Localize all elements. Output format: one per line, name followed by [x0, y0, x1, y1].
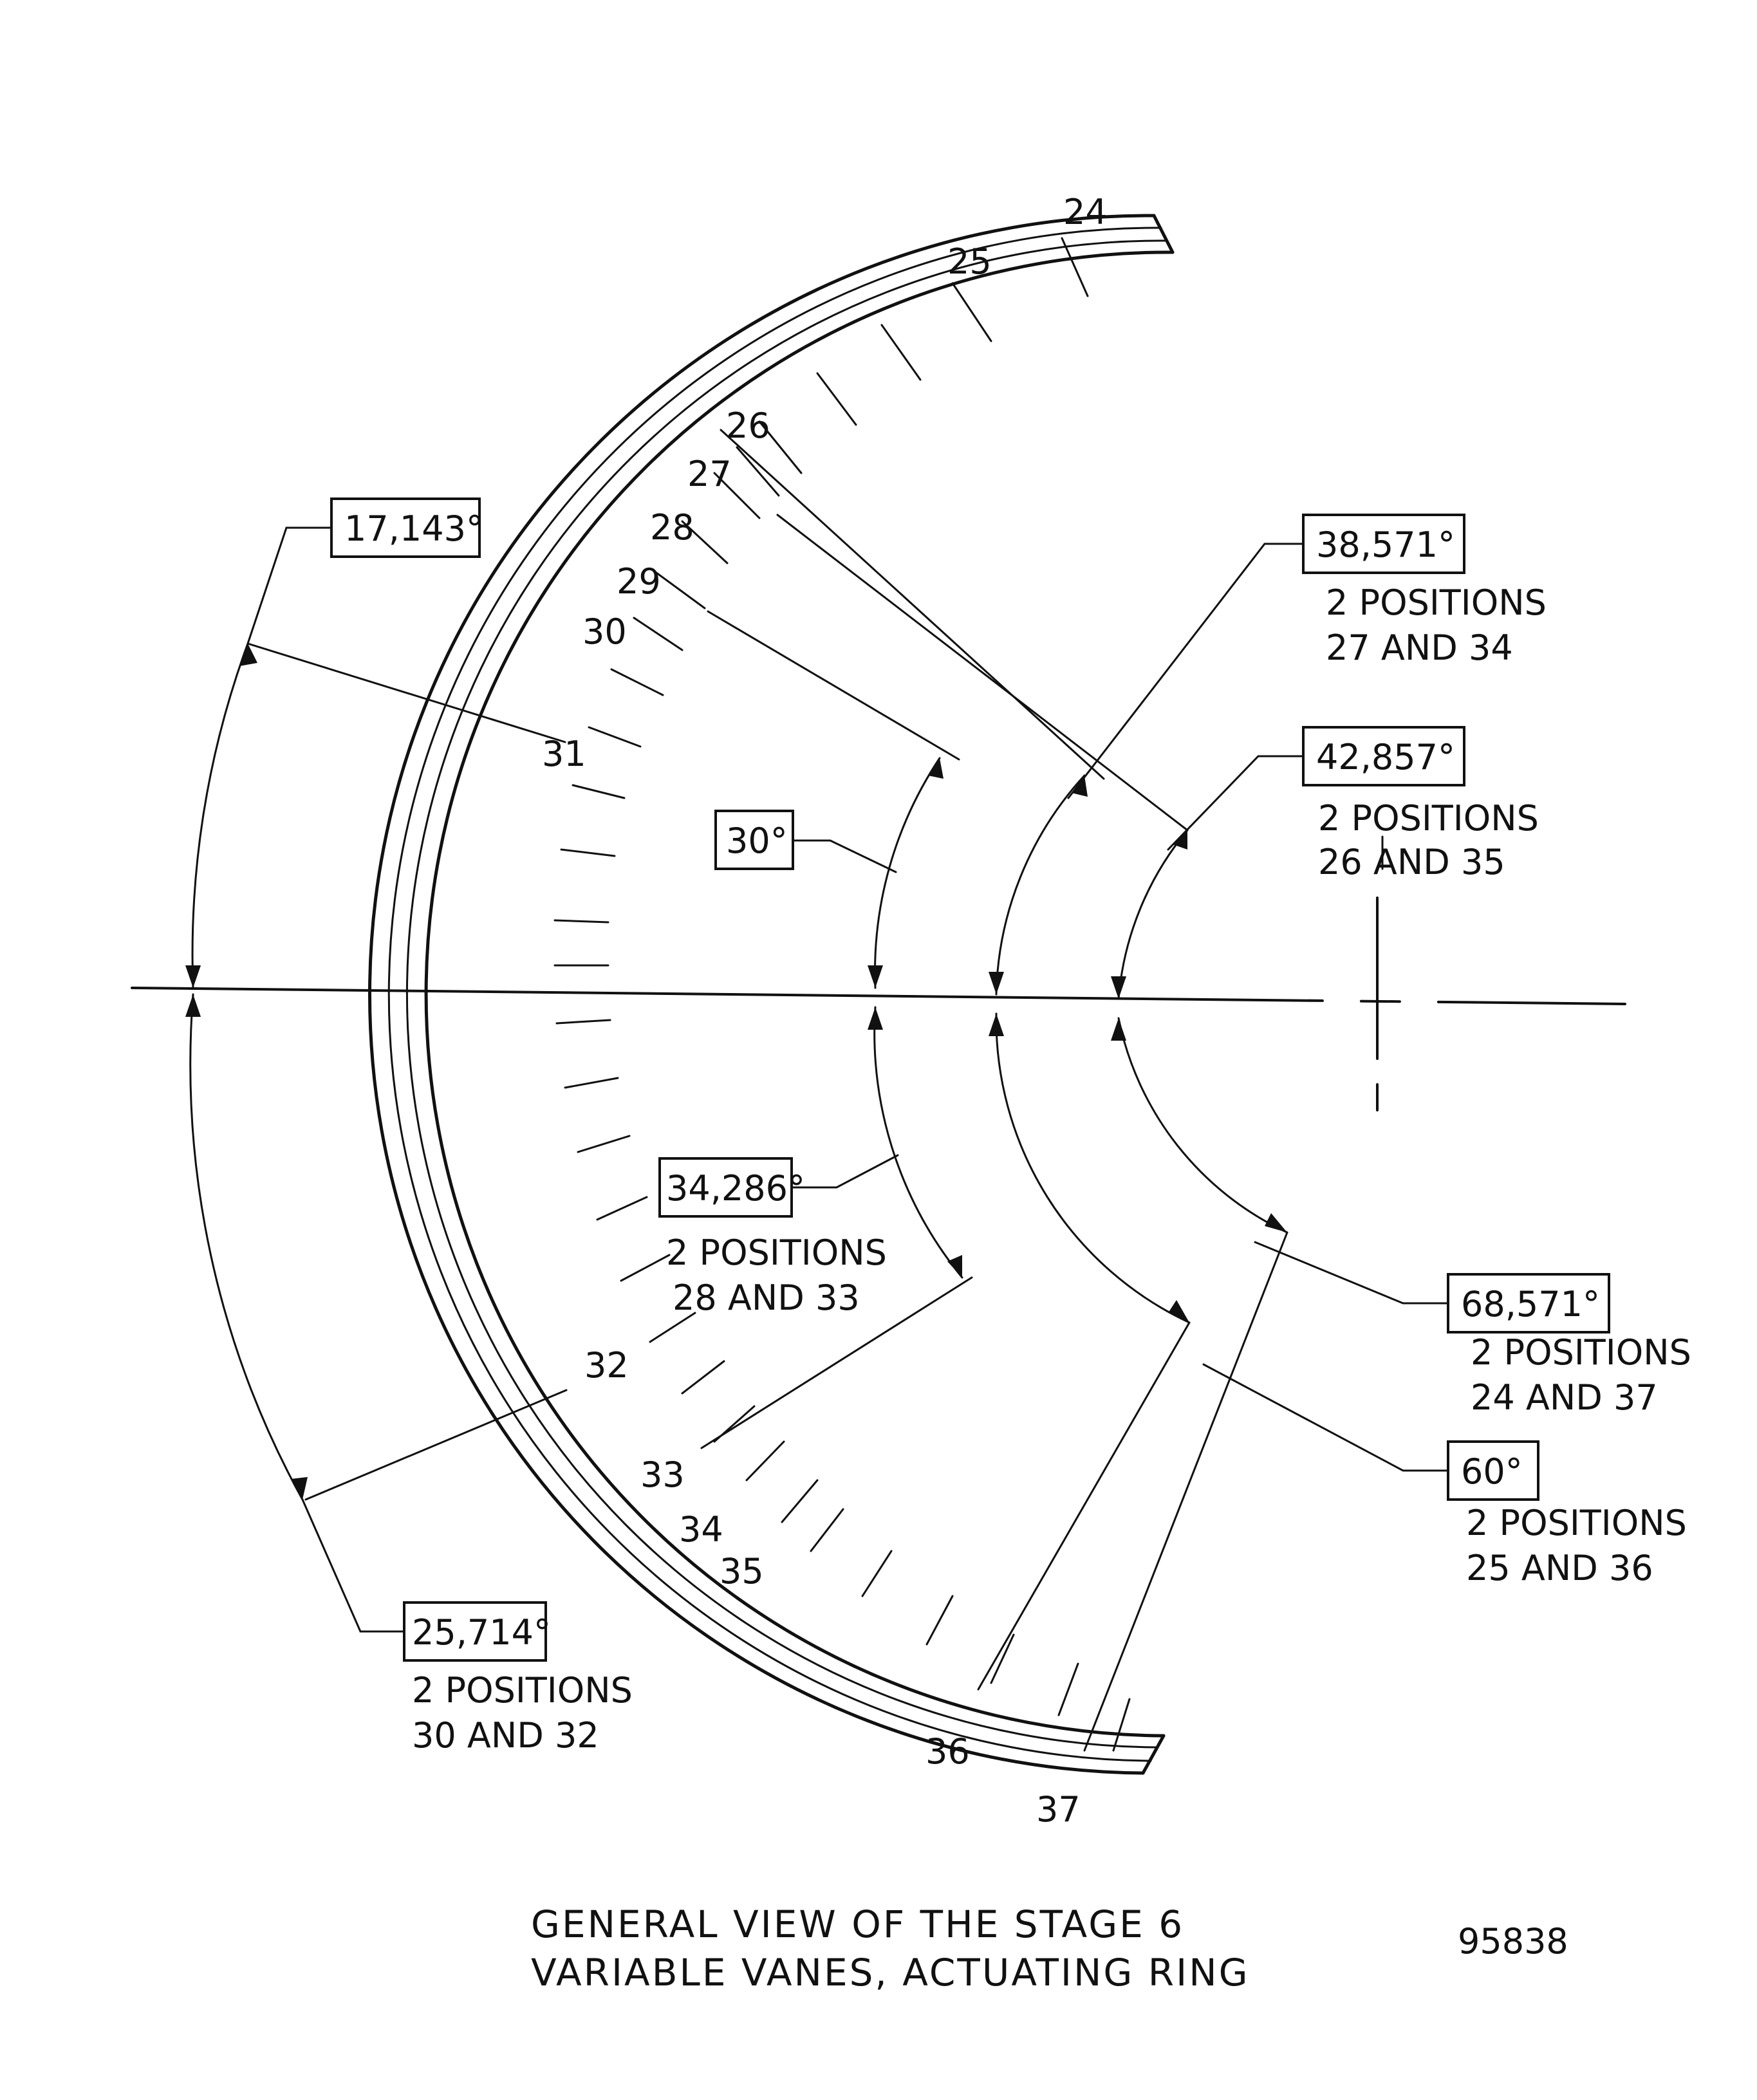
dimension-value: 25,714° — [412, 1612, 551, 1653]
vane-label-26: 26 — [726, 405, 770, 446]
vane-label-29: 29 — [617, 561, 661, 602]
dimension-60: 60° 2 POSITIONS 25 AND 36 — [1447, 1440, 1687, 1588]
dimension-note-positions: 2 POSITIONS — [1326, 582, 1547, 623]
dimension-note-vanes: 27 AND 34 — [1326, 627, 1513, 668]
vane-label-31: 31 — [542, 734, 586, 774]
dimension-note-positions: 2 POSITIONS — [412, 1670, 633, 1711]
dimension-note-positions: 2 POSITIONS — [1318, 798, 1539, 839]
dimension-note-vanes: 30 AND 32 — [412, 1715, 599, 1756]
actuating-ring — [368, 214, 1175, 1775]
dimension-arcs — [189, 642, 1288, 1501]
vane-label-32: 32 — [584, 1345, 629, 1386]
dimension-value: 34,286° — [666, 1168, 805, 1209]
dimension-value: 17,143° — [344, 508, 483, 549]
dimension-value: 30° — [726, 821, 788, 861]
vane-label-28: 28 — [650, 507, 694, 548]
radial-lines — [246, 429, 1288, 1752]
horizontal-center-line — [131, 987, 1626, 1005]
vane-label-27: 27 — [687, 454, 732, 494]
arrowheads — [185, 644, 1287, 1500]
dimension-note-positions: 2 POSITIONS — [1466, 1503, 1687, 1543]
vane-label-33: 33 — [640, 1454, 685, 1495]
dimension-42: 42,857° 2 POSITIONS 26 AND 35 — [1302, 726, 1539, 882]
figure-number: 95838 — [1458, 1921, 1568, 1962]
dimension-value: 60° — [1461, 1451, 1523, 1492]
dimension-value: 38,571° — [1316, 525, 1455, 565]
dimension-value: 42,857° — [1316, 737, 1455, 777]
vane-label-37: 37 — [1036, 1789, 1081, 1830]
leader-lines — [246, 526, 1449, 1633]
vane-label-34: 34 — [679, 1509, 723, 1550]
vane-label-25: 25 — [947, 241, 992, 282]
vane-label-24: 24 — [1063, 192, 1108, 232]
dimension-34: 34,286° 2 POSITIONS 28 AND 33 — [658, 1157, 887, 1318]
dimension-value: 68,571° — [1461, 1284, 1600, 1324]
dimension-note-positions: 2 POSITIONS — [666, 1232, 887, 1273]
dimension-68: 68,571° 2 POSITIONS 24 AND 37 — [1447, 1273, 1691, 1418]
dimension-note-vanes: 26 AND 35 — [1318, 842, 1505, 882]
vane-tick-marks — [553, 237, 1131, 1752]
vane-label-35: 35 — [720, 1551, 764, 1592]
dimension-note-vanes: 28 AND 33 — [673, 1278, 860, 1318]
dimension-25: 25,714° 2 POSITIONS 30 AND 32 — [403, 1601, 633, 1756]
vane-label-36: 36 — [925, 1731, 970, 1772]
dimension-note-vanes: 25 AND 36 — [1466, 1548, 1653, 1588]
dimension-17: 17,143° — [330, 497, 483, 558]
dimension-note-vanes: 24 AND 37 — [1471, 1377, 1658, 1418]
vane-label-30: 30 — [582, 611, 627, 652]
caption-line-2: VARIABLE VANES, ACTUATING RING — [531, 1951, 1250, 1994]
dimension-38: 38,571° 2 POSITIONS 27 AND 34 — [1302, 514, 1547, 668]
caption-line-1: GENERAL VIEW OF THE STAGE 6 — [531, 1902, 1184, 1946]
vane-labels: 24 25 26 27 28 29 30 31 32 33 34 35 36 3… — [542, 192, 1108, 1830]
dimension-note-positions: 2 POSITIONS — [1471, 1332, 1691, 1373]
dimension-30: 30° — [714, 810, 794, 870]
